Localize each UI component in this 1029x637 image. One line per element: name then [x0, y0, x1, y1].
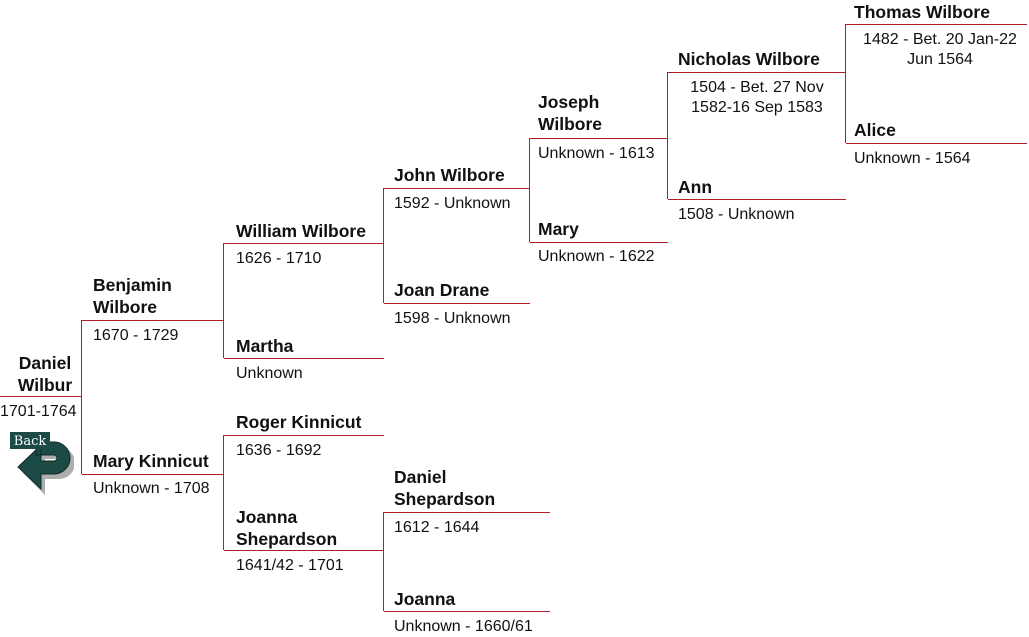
connector-line — [224, 550, 384, 551]
connector-line — [667, 72, 668, 199]
connector-line — [668, 72, 846, 73]
person-dates: Unknown — [236, 365, 303, 382]
person-dates: 1592 - Unknown — [394, 195, 511, 212]
connector-line — [530, 242, 668, 243]
person-name[interactable]: Joanna Shepardson — [236, 507, 338, 549]
connector-line — [224, 358, 384, 359]
person-dates: 1508 - Unknown — [678, 206, 795, 223]
connector-line — [224, 435, 384, 436]
person-dates: 1701-1764 — [0, 403, 77, 420]
connector-line — [384, 303, 530, 304]
person-name[interactable]: Joan Drane — [394, 280, 490, 300]
person-dates: Unknown - 1708 — [93, 480, 210, 497]
connector-line — [529, 138, 530, 242]
connector-line — [845, 24, 846, 143]
person-dates: 1598 - Unknown — [394, 310, 511, 327]
connector-line — [223, 243, 224, 358]
connector-line — [384, 611, 550, 612]
person-dates: Unknown - 1660/61 — [394, 618, 533, 635]
back-arrow-icon: Back — [10, 432, 75, 495]
person-name[interactable]: Joanna — [394, 589, 456, 609]
person-name[interactable]: Ann — [678, 177, 713, 197]
person-dates: Unknown - 1622 — [538, 248, 655, 265]
connector-line — [384, 512, 550, 513]
connector-line — [223, 435, 224, 550]
connector-line — [224, 243, 384, 244]
connector-line — [82, 320, 224, 321]
connector-line — [383, 512, 384, 611]
person-name[interactable]: Benjamin Wilbore — [93, 275, 172, 317]
person-dates: Unknown - 1564 — [854, 150, 971, 167]
person-name[interactable]: Roger Kinnicut — [236, 412, 362, 432]
person-name[interactable]: Alice — [854, 120, 896, 140]
connector-line — [0, 396, 82, 397]
person-dates: 1612 - 1644 — [394, 519, 480, 536]
person-dates: 1670 - 1729 — [93, 327, 179, 344]
back-button[interactable]: Back — [8, 432, 75, 496]
connector-line — [81, 320, 82, 474]
person-name[interactable]: Mary Kinnicut — [93, 451, 209, 471]
back-button-label: Back — [14, 434, 47, 449]
connector-line — [530, 138, 668, 139]
connector-line — [846, 24, 1027, 25]
person-dates: 1482 - Bet. 20 Jan-22 Jun 1564 — [863, 31, 1017, 68]
person-name[interactable]: Nicholas Wilbore — [678, 49, 820, 69]
person-name[interactable]: William Wilbore — [236, 221, 366, 241]
person-name[interactable]: John Wilbore — [394, 165, 505, 185]
person-name[interactable]: Daniel Shepardson — [394, 467, 496, 509]
connector-line — [82, 474, 224, 475]
person-name[interactable]: Joseph Wilbore — [538, 92, 603, 134]
person-dates: 1636 - 1692 — [236, 442, 322, 459]
connector-line — [383, 188, 384, 303]
person-name[interactable]: Martha — [236, 336, 294, 356]
person-name[interactable]: Mary — [538, 219, 579, 239]
person-name[interactable]: Thomas Wilbore — [854, 2, 990, 22]
connector-line — [846, 143, 1027, 144]
connector-line — [668, 199, 846, 200]
person-name[interactable]: Daniel Wilbur — [17, 353, 73, 395]
person-dates: Unknown - 1613 — [538, 145, 655, 162]
person-dates: 1626 - 1710 — [236, 250, 322, 267]
person-dates: 1641/42 - 1701 — [236, 557, 344, 574]
connector-line — [384, 188, 530, 189]
person-dates: 1504 - Bet. 27 Nov 1582-16 Sep 1583 — [690, 79, 824, 116]
